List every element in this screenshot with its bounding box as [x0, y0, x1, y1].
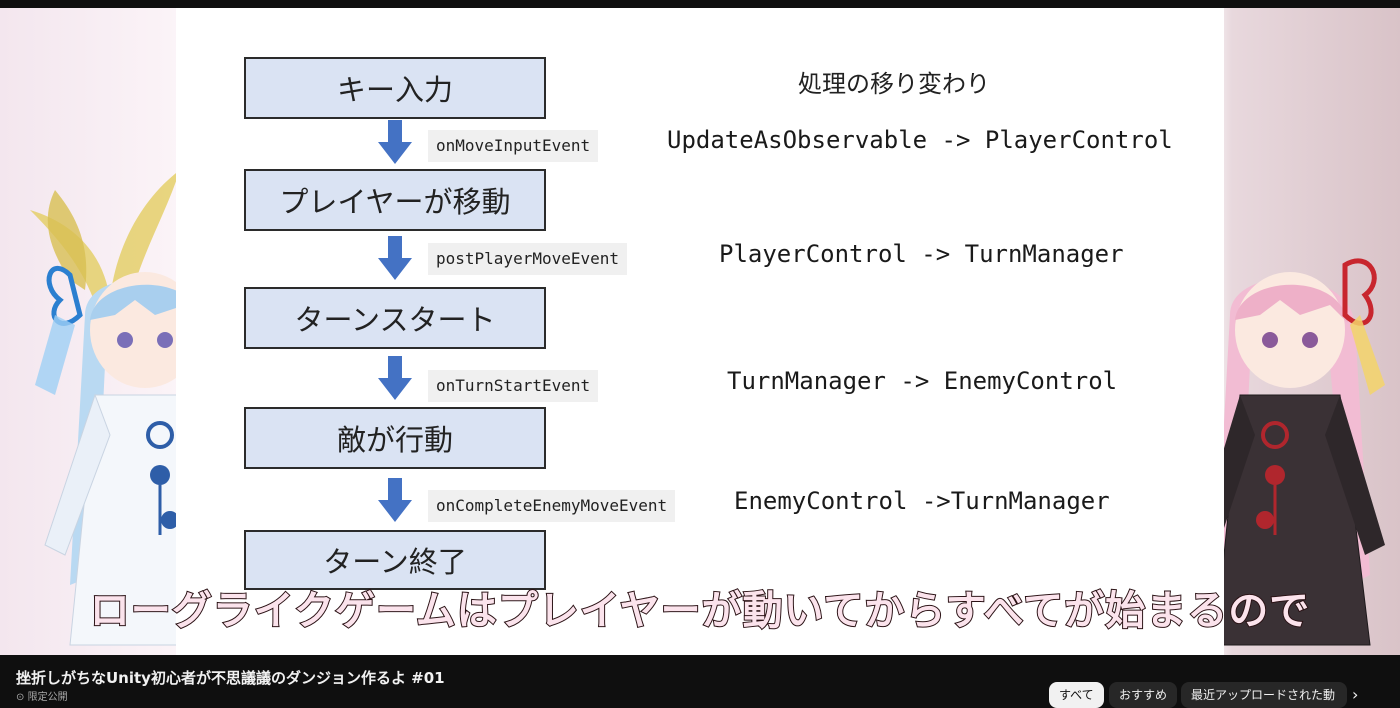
chip-recommended[interactable]: おすすめ: [1109, 682, 1178, 708]
visibility-status: ⊙ 限定公開: [16, 688, 68, 703]
down-arrow-icon: [378, 478, 412, 522]
event-label: onMoveInputEvent: [428, 130, 599, 162]
step-enemy-action: 敵が行動: [244, 407, 546, 469]
down-arrow-icon: [378, 120, 412, 164]
flow-description: EnemyControl ->TurnManager: [734, 487, 1110, 515]
event-label: postPlayerMoveEvent: [428, 243, 628, 275]
event-label: onCompleteEnemyMoveEvent: [428, 490, 676, 522]
video-info-bar: 挫折しがちなUnity初心者が不思議議のダンジョン作るよ #01 ⊙ 限定公開 …: [0, 655, 1400, 708]
down-arrow-icon: [378, 236, 412, 280]
top-bar: [0, 0, 1400, 8]
down-arrow-icon: [378, 356, 412, 400]
step-turn-end: ターン終了: [244, 530, 546, 590]
event-label: onTurnStartEvent: [428, 370, 599, 402]
visibility-label: 限定公開: [27, 692, 68, 703]
flow-description: UpdateAsObservable -> PlayerControl: [667, 126, 1173, 154]
flow-description: TurnManager -> EnemyControl: [727, 367, 1118, 395]
presentation-slide: 処理の移り変わり キー入力 プレイヤーが移動 ターンスタート 敵が行動 ターン終…: [176, 8, 1224, 655]
step-turn-start: ターンスタート: [244, 287, 546, 349]
plant-decoration: [30, 170, 180, 350]
flow-description: PlayerControl -> TurnManager: [719, 240, 1124, 268]
video-subtitle: ローグライクゲームはプレイヤーが動いてからすべてが始まるので: [89, 586, 1311, 635]
chip-recently-uploaded[interactable]: 最近アップロードされた動: [1181, 682, 1347, 708]
video-title[interactable]: 挫折しがちなUnity初心者が不思議議のダンジョン作るよ #01: [16, 669, 445, 687]
step-key-input: キー入力: [244, 57, 546, 119]
chip-all[interactable]: すべて: [1049, 682, 1104, 708]
globe-icon: ⊙: [16, 692, 25, 703]
character-right-illustration: [1195, 258, 1385, 646]
slide-heading: 処理の移り変わり: [798, 70, 990, 98]
video-player[interactable]: 処理の移り変わり キー入力 プレイヤーが移動 ターンスタート 敵が行動 ターン終…: [0, 0, 1400, 655]
step-player-move: プレイヤーが移動: [244, 169, 546, 231]
